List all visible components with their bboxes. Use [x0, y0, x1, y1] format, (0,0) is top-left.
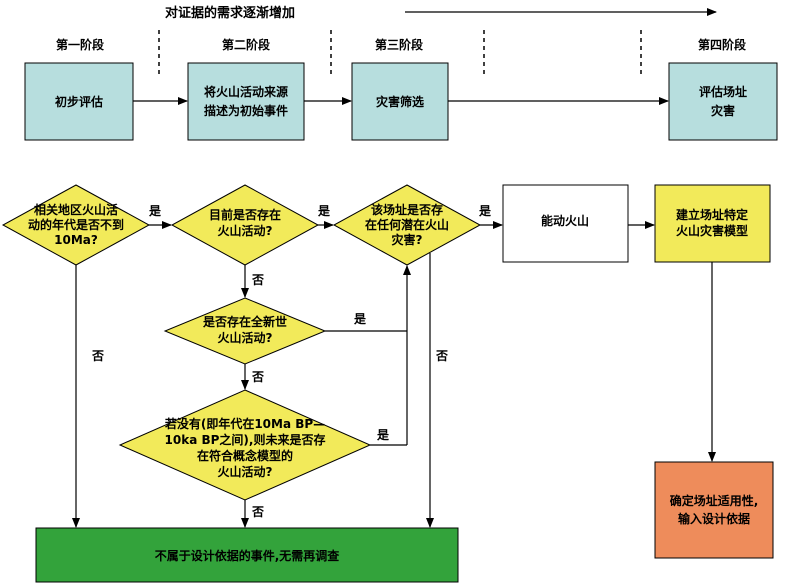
svg-text:不属于设计依据的事件,无需再调查: 不属于设计依据的事件,无需再调查 — [155, 548, 341, 563]
stage-box-initiating-event: 将火山活动来源 描述为初始事件 — [187, 62, 305, 141]
svg-text:该场址是否存: 该场址是否存 — [371, 202, 443, 217]
box-design-basis-output: 确定场址适用性, 输入设计依据 — [654, 461, 774, 559]
stage-box-site-hazard-evaluation: 评估场址 灾害 — [668, 62, 778, 141]
svg-text:10ka BP之间),则未来是否存: 10ka BP之间),则未来是否存 — [165, 432, 326, 447]
box-excluded-event: 不属于设计依据的事件,无需再调查 — [35, 527, 459, 583]
svg-text:确定场址适用性,: 确定场址适用性, — [670, 493, 759, 508]
svg-text:描述为初始事件: 描述为初始事件 — [204, 103, 288, 118]
decision-current-activity: 目前是否存在 火山活动? — [170, 184, 320, 266]
svg-text:若没有(即年代在10Ma BP—: 若没有(即年代在10Ma BP— — [164, 416, 325, 431]
svg-text:灾害?: 灾害? — [392, 232, 423, 247]
svg-text:相关地区火山活: 相关地区火山活 — [34, 202, 118, 217]
svg-text:10Ma?: 10Ma? — [54, 233, 98, 247]
label-no-d4: 否 — [251, 370, 264, 384]
svg-text:火山灾害模型: 火山灾害模型 — [676, 223, 748, 238]
box-capable-volcano: 能动火山 — [502, 184, 629, 263]
svg-text:目前是否存在: 目前是否存在 — [209, 207, 281, 222]
svg-text:是否存在全新世: 是否存在全新世 — [202, 314, 287, 329]
svg-text:灾害: 灾害 — [711, 103, 735, 118]
label-yes-d5: 是 — [376, 428, 390, 442]
label-yes-d3: 是 — [478, 204, 492, 218]
label-yes-d4: 是 — [353, 312, 367, 326]
stage-label-3: 第三阶段 — [375, 37, 424, 52]
svg-text:初步评估: 初步评估 — [55, 94, 103, 109]
stage-label-4: 第四阶段 — [698, 37, 747, 52]
stage-label-1: 第一阶段 — [56, 37, 105, 52]
stage-box-hazard-screening: 灾害筛选 — [351, 62, 449, 141]
svg-text:灾害筛选: 灾害筛选 — [376, 94, 424, 109]
svg-text:火山活动?: 火山活动? — [218, 464, 273, 479]
svg-text:动的年代是否不到: 动的年代是否不到 — [28, 217, 124, 232]
label-yes-d2: 是 — [317, 204, 331, 218]
header-title: 对证据的需求逐渐增加 — [165, 5, 295, 21]
label-yes-d1: 是 — [148, 204, 162, 218]
svg-text:能动火山: 能动火山 — [541, 213, 589, 228]
svg-text:在任何潜在火山: 在任何潜在火山 — [365, 217, 449, 232]
svg-text:将火山活动来源: 将火山活动来源 — [204, 84, 288, 99]
svg-text:评估场址: 评估场址 — [699, 84, 747, 99]
stage-box-initial-evaluation: 初步评估 — [24, 62, 134, 141]
stage-label-2: 第二阶段 — [222, 37, 271, 52]
decision-potential-hazard: 该场址是否存 在任何潜在火山 灾害? — [332, 184, 482, 266]
svg-text:建立场址特定: 建立场址特定 — [675, 207, 748, 222]
decision-holocene-activity: 是否存在全新世 火山活动? — [163, 297, 327, 365]
svg-text:在符合概念模型的: 在符合概念模型的 — [197, 448, 293, 463]
box-site-hazard-model: 建立场址特定 火山灾害模型 — [654, 184, 771, 263]
svg-text:输入设计依据: 输入设计依据 — [678, 511, 750, 526]
label-no-d3: 否 — [435, 349, 448, 363]
decision-future-activity: 若没有(即年代在10Ma BP— 10ka BP之间),则未来是否存 在符合概念… — [118, 389, 372, 501]
decision-age-under-10ma: 相关地区火山活 动的年代是否不到 10Ma? — [1, 184, 151, 266]
svg-text:火山活动?: 火山活动? — [218, 223, 273, 238]
svg-text:火山活动?: 火山活动? — [218, 330, 273, 345]
label-no-d1: 否 — [91, 349, 104, 363]
label-no-d2: 否 — [251, 273, 264, 287]
label-no-d5: 否 — [251, 505, 264, 519]
